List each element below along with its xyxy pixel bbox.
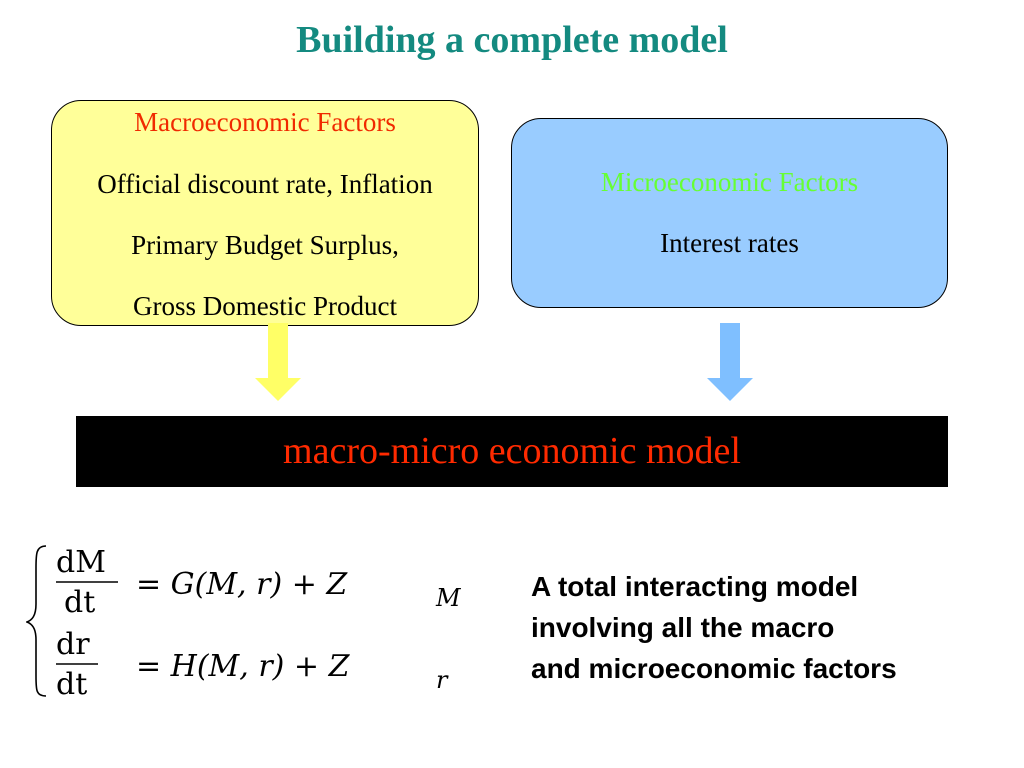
micro-down-arrow-icon: [707, 323, 753, 401]
model-label: macro-micro economic model: [283, 430, 741, 472]
macro-line-3: Gross Domestic Product: [133, 291, 397, 321]
micro-heading: Microeconomic Factors: [600, 167, 859, 197]
eq2-subscript: r: [436, 666, 449, 694]
eq1-rhs: = G(M, r) + Z: [136, 567, 348, 602]
macro-micro-model-box: macro-micro economic model: [76, 416, 948, 487]
macro-line-1: Official discount rate, Inflation: [97, 169, 433, 199]
macro-down-arrow-icon: [255, 323, 301, 401]
microeconomic-factors-box: Microeconomic Factors Interest rates: [511, 118, 948, 308]
caption-line-2: involving all the macro: [531, 612, 835, 643]
differential-equations: dM dt = G(M, r) + Z M dr dt = H(M, r) + …: [26, 545, 462, 700]
caption-line-3: and microeconomic factors: [531, 653, 897, 684]
eq2-lhs-denominator: dt: [56, 667, 87, 700]
macro-line-2: Primary Budget Surplus,: [131, 230, 399, 260]
eq2-rhs: = H(M, r) + Z: [136, 649, 351, 684]
eq2-lhs-numerator: dr: [56, 627, 90, 662]
eq1-lhs-numerator: dM: [56, 545, 106, 580]
macroeconomic-factors-box: Macroeconomic Factors Official discount …: [51, 100, 479, 326]
caption-line-1: A total interacting model: [531, 571, 859, 602]
macro-heading: Macroeconomic Factors: [134, 107, 396, 137]
model-caption: A total interacting model involving all …: [531, 566, 1011, 689]
eq1-subscript: M: [435, 584, 462, 612]
slide-title: Building a complete model: [296, 19, 728, 61]
eq1-lhs-denominator: dt: [64, 585, 95, 620]
micro-line-1: Interest rates: [660, 228, 799, 258]
left-brace-icon: [26, 545, 47, 697]
